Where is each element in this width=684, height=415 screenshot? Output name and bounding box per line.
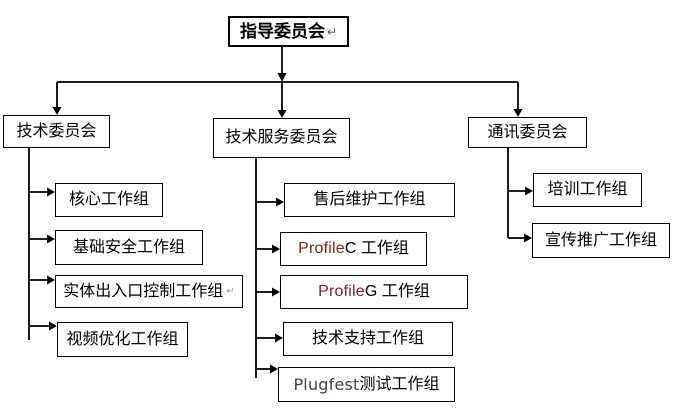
aftersales-group-label: 售后维护工作组 bbox=[313, 191, 426, 208]
arrowhead-right-icon bbox=[47, 275, 55, 285]
arrowhead-right-icon bbox=[525, 186, 533, 196]
org-box-basic-security-group: 基础安全工作组 bbox=[55, 230, 203, 265]
faint-return-mark: ↵ bbox=[226, 285, 235, 297]
profile-c-group-label: C 工作组 bbox=[344, 240, 409, 257]
core-group-label: 核心工作组 bbox=[68, 191, 149, 208]
arrowhead-down-icon bbox=[513, 109, 523, 117]
org-box-profile-c-group: Profile C 工作组 bbox=[280, 232, 427, 266]
plugfest-group-label: 测试工作组 bbox=[359, 375, 440, 393]
arrowhead-right-icon bbox=[49, 321, 57, 331]
connector-bus-to-tech bbox=[52, 82, 62, 115]
arrowhead-down-icon bbox=[277, 110, 287, 118]
arrowhead-right-icon bbox=[47, 187, 55, 197]
arrowhead-right-icon bbox=[272, 287, 280, 297]
tech-committee-label: 技术委员会 bbox=[16, 122, 97, 140]
org-box-publicity-group: 宣传推广工作组 bbox=[532, 223, 670, 258]
org-box-steering-committee: 指导委员会↵ bbox=[228, 16, 349, 47]
plugfest-word: Plugfest bbox=[293, 374, 360, 394]
arrowhead-right-icon bbox=[276, 197, 284, 207]
connector-tech-service-trunk bbox=[255, 157, 284, 378]
arrowhead-right-icon bbox=[270, 364, 278, 374]
training-group-label: 培训工作组 bbox=[547, 181, 628, 198]
comm-committee-label: 通讯委员会 bbox=[487, 123, 568, 141]
connector-bus-to-comm bbox=[513, 82, 523, 117]
connector-root-to-bus bbox=[57, 46, 518, 83]
tech-support-group-label: 技术支持工作组 bbox=[311, 330, 424, 347]
basic-security-group-label: 基础安全工作组 bbox=[72, 238, 185, 256]
org-box-plugfest-group: Plugfest 测试工作组 bbox=[278, 367, 455, 402]
org-box-aftersales-group: 售后维护工作组 bbox=[284, 183, 455, 217]
connector-comm-trunk bbox=[507, 147, 533, 243]
publicity-group-label: 宣传推广工作组 bbox=[544, 231, 657, 249]
arrowhead-down-icon bbox=[52, 107, 62, 115]
profile-g-word: Profile bbox=[318, 283, 365, 300]
org-box-comm-committee: 通讯委员会 bbox=[468, 117, 587, 148]
org-box-training-group: 培训工作组 bbox=[533, 173, 642, 207]
paragraph-return-mark: ↵ bbox=[326, 24, 338, 39]
entrance-control-group-label: 实体出入口控制工作组 bbox=[63, 282, 224, 300]
video-optimization-group-label: 视频优化工作组 bbox=[66, 330, 179, 348]
org-box-video-optimization-group: 视频优化工作组 bbox=[57, 322, 188, 357]
org-box-profile-g-group: Profile G 工作组 bbox=[280, 275, 468, 309]
profile-g-group-label: G 工作组 bbox=[364, 283, 430, 300]
org-box-tech-committee: 技术委员会 bbox=[3, 115, 110, 148]
steering-committee-label: 指导委员会 bbox=[239, 22, 325, 41]
arrowhead-right-icon bbox=[47, 234, 55, 244]
arrowhead-right-icon bbox=[272, 244, 280, 254]
org-box-entrance-control-group: 实体出入口控制工作组↵ bbox=[55, 275, 243, 308]
org-box-tech-support-group: 技术支持工作组 bbox=[283, 322, 453, 356]
connector-tech-trunk bbox=[28, 147, 57, 340]
org-box-tech-service-committee: 技术服务委员会 bbox=[213, 118, 350, 158]
arrowhead-down-icon bbox=[277, 73, 287, 82]
connector-bus-to-tech-service bbox=[277, 82, 287, 118]
tech-service-committee-label: 技术服务委员会 bbox=[225, 129, 338, 146]
profile-c-word: Profile bbox=[298, 240, 345, 257]
arrowhead-right-icon bbox=[524, 233, 532, 243]
org-box-core-group: 核心工作组 bbox=[55, 183, 163, 217]
arrowhead-right-icon bbox=[275, 333, 283, 343]
